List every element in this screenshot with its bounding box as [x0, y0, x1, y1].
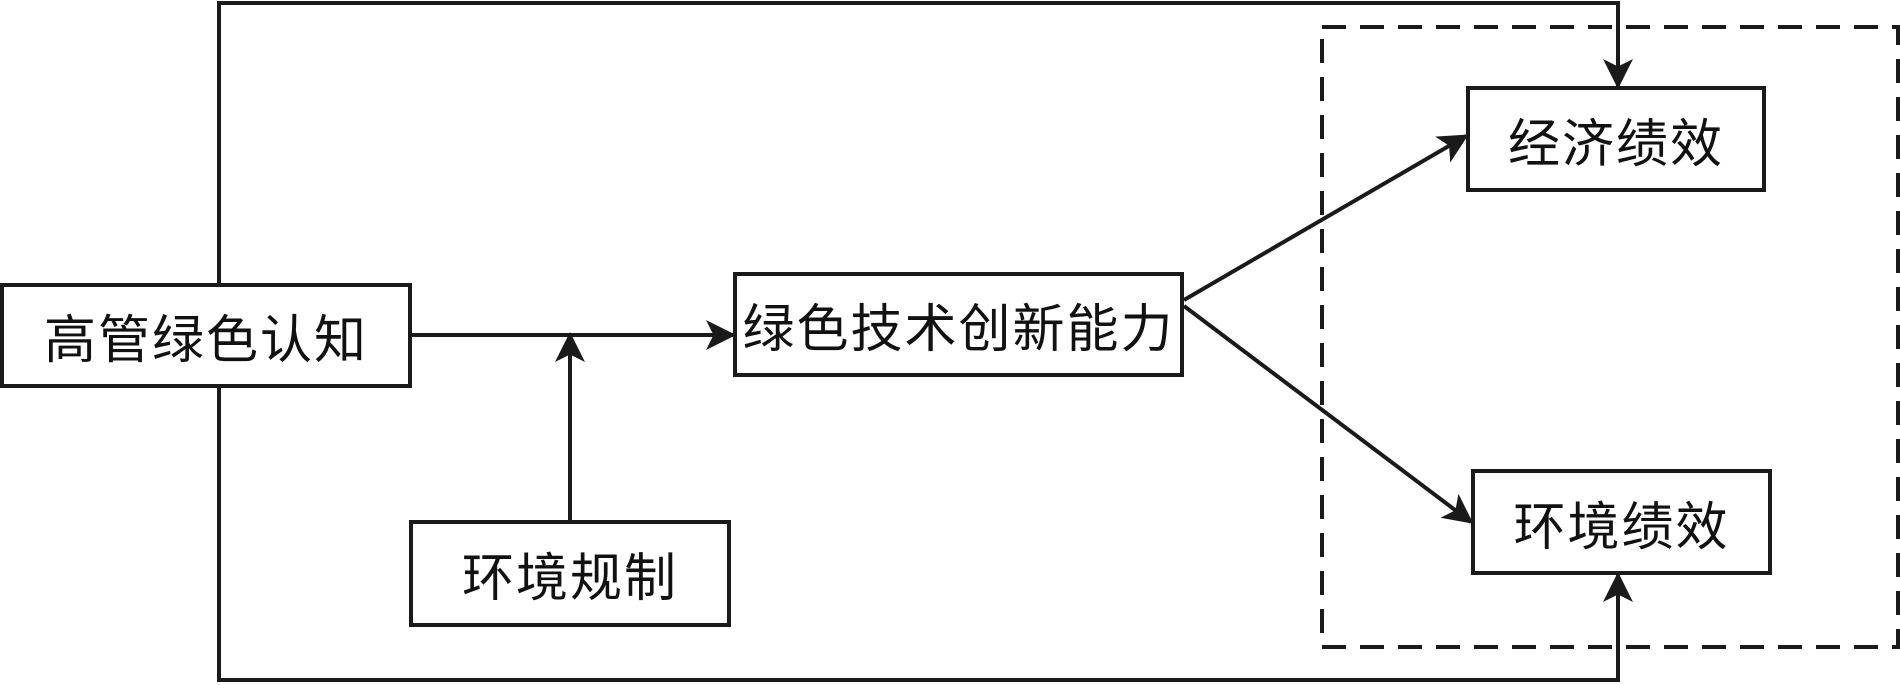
node-environmental-regulation: 环境规制	[409, 520, 731, 627]
node-economic-performance: 经济绩效	[1466, 86, 1766, 192]
outcome-dashed-region	[1320, 25, 1900, 649]
direct-path-to-economic	[217, 1, 1633, 283]
node-tmt-green-cognition: 高管绿色认知	[0, 283, 412, 388]
arrow-innovation-to-environmental	[1182, 304, 1474, 524]
node-label: 环境规制	[461, 549, 678, 609]
node-label: 高管绿色认知	[43, 311, 368, 371]
node-label: 环境绩效	[1513, 497, 1730, 558]
node-label: 经济绩效	[1507, 114, 1724, 175]
node-label: 绿色技术创新能力	[742, 300, 1175, 360]
node-environmental-performance: 环境绩效	[1471, 469, 1772, 575]
node-green-tech-innovation: 绿色技术创新能力	[733, 272, 1184, 377]
direct-path-to-environmental	[217, 388, 1633, 682]
arrow-innovation-to-economic	[1182, 134, 1469, 302]
